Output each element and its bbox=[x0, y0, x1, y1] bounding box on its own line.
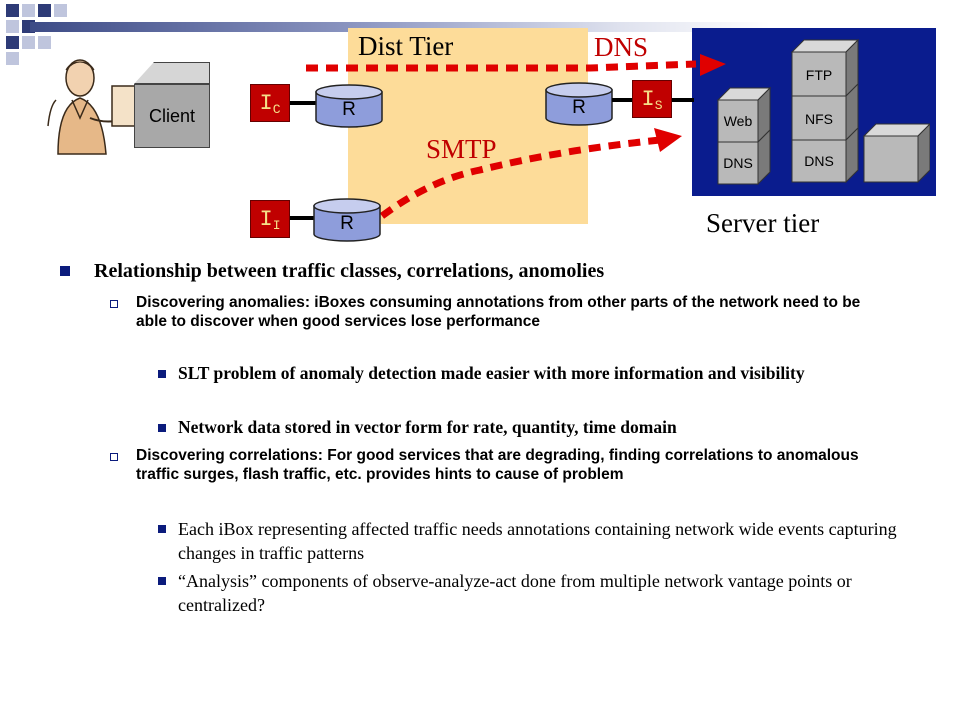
router-client-side: R bbox=[315, 84, 383, 128]
deco-square bbox=[22, 36, 35, 49]
correlations-item-2: “Analysis” components of observe-analyze… bbox=[178, 571, 852, 615]
anomalies-item-1: SLT problem of anomaly detection made ea… bbox=[178, 363, 805, 383]
server-ftp-label: FTP bbox=[806, 67, 832, 83]
wire bbox=[290, 101, 316, 105]
server-boxes: Web DNS FTP NFS DNS bbox=[716, 38, 930, 186]
server-dns-left-label: DNS bbox=[723, 155, 753, 171]
deco-square bbox=[6, 20, 19, 33]
main-heading: Relationship between traffic classes, co… bbox=[94, 260, 605, 282]
anomalies-item-2: Network data stored in vector form for r… bbox=[178, 417, 677, 437]
server-nfs-label: NFS bbox=[805, 111, 833, 127]
correlations-text: Discovering correlations: For good servi… bbox=[136, 447, 859, 483]
deco-square bbox=[38, 4, 51, 17]
bullet-square bbox=[158, 525, 166, 533]
smtp-flow-line bbox=[379, 136, 661, 219]
smtp-arrowhead bbox=[654, 128, 682, 152]
router-internal: R bbox=[313, 198, 381, 242]
router-label: R bbox=[340, 213, 354, 234]
router-server-side: R bbox=[545, 82, 613, 126]
ibox-server-sub: S bbox=[654, 97, 663, 113]
deco-square bbox=[6, 36, 19, 49]
router-label: R bbox=[342, 99, 356, 120]
dist-tier-region bbox=[348, 28, 588, 224]
deco-square bbox=[54, 4, 67, 17]
anomalies-text: Discovering anomalies: iBoxes consuming … bbox=[136, 294, 861, 330]
router-label: R bbox=[572, 97, 586, 118]
deco-square bbox=[38, 36, 51, 49]
server-dns-right-label: DNS bbox=[804, 153, 834, 169]
header-bar bbox=[30, 22, 770, 32]
dist-tier-label: Dist Tier bbox=[358, 31, 454, 61]
bullet-square bbox=[60, 266, 70, 276]
server-tier-label: Server tier bbox=[706, 208, 820, 238]
dns-arrowhead bbox=[700, 54, 726, 76]
deco-square bbox=[22, 4, 35, 17]
deco-square bbox=[6, 4, 19, 17]
ibox-internal-base: I bbox=[259, 206, 273, 232]
wire bbox=[290, 216, 314, 220]
bullet-square bbox=[158, 424, 166, 432]
dns-label: DNS bbox=[594, 32, 649, 62]
dns-flow-line bbox=[306, 60, 697, 72]
wire bbox=[672, 98, 694, 102]
bullet-square bbox=[158, 577, 166, 585]
bullet-square bbox=[158, 370, 166, 378]
wire bbox=[612, 98, 634, 102]
correlations-item-1: Each iBox representing affected traffic … bbox=[178, 519, 897, 563]
ibox-client-base: I bbox=[259, 90, 273, 116]
bullet-hollow bbox=[110, 300, 118, 308]
ibox-server-base: I bbox=[641, 86, 655, 112]
client-label: Client bbox=[134, 84, 210, 148]
smtp-label: SMTP bbox=[426, 134, 497, 164]
bullet-hollow bbox=[110, 453, 118, 461]
server-web-label: Web bbox=[724, 113, 753, 129]
deco-square bbox=[6, 52, 19, 65]
ibox-internal-sub: I bbox=[272, 217, 281, 233]
ibox-client-sub: C bbox=[272, 101, 281, 117]
